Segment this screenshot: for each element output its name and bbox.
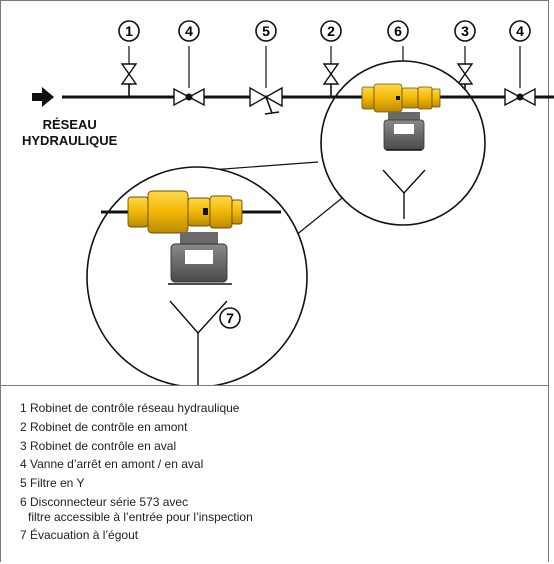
disconnector-zoom-detail	[86, 166, 308, 386]
hydraulic-diagram: 1 4 5 2 3	[32, 20, 554, 386]
callout-4-left: 4	[178, 20, 200, 42]
callout-1: 1	[118, 20, 140, 42]
callout-3: 3	[454, 20, 476, 42]
callout-2: 2	[320, 20, 342, 42]
svg-text:5: 5	[262, 23, 270, 39]
svg-text:7: 7	[226, 310, 234, 326]
callout-5: 5	[255, 20, 277, 42]
legend-item-1: 1 Robinet de contrôle réseau hydraulique	[20, 401, 240, 415]
network-label-line2: HYDRAULIQUE	[22, 133, 118, 148]
network-label: RÉSEAU HYDRAULIQUE	[22, 117, 117, 149]
svg-text:2: 2	[327, 23, 335, 39]
disconnector-6-detail	[320, 60, 486, 226]
svg-text:1: 1	[125, 23, 133, 39]
legend-item-2: 2 Robinet de contrôle en amont	[20, 419, 188, 434]
legend-item-7: 7 Évacuation à l’égout	[20, 528, 139, 543]
shutoff-valve-4-right	[504, 46, 536, 107]
callout-7: 7	[219, 307, 241, 329]
legend-item-5: 5 Filtre en Y	[20, 476, 85, 491]
svg-text:4: 4	[516, 23, 524, 39]
check-valve-3	[456, 46, 474, 97]
callout-6: 6	[387, 20, 409, 42]
callout-4-right: 4	[509, 20, 531, 42]
flow-arrow-icon	[32, 87, 54, 107]
y-filter-5	[249, 46, 283, 115]
legend-item-4: 4 Vanne d’arrêt en amont / en aval	[20, 457, 204, 472]
legend-divider	[0, 385, 549, 386]
check-valve-2	[322, 46, 340, 97]
legend-list: 1 Robinet de contrôle réseau hydraulique…	[20, 401, 253, 547]
network-label-line1: RÉSEAU	[42, 117, 97, 132]
svg-text:6: 6	[394, 23, 402, 39]
check-valve-1	[120, 46, 138, 97]
svg-text:4: 4	[185, 23, 193, 39]
legend-item-3: 3 Robinet de contrôle en aval	[20, 438, 177, 453]
shutoff-valve-4-left	[173, 46, 205, 107]
svg-text:3: 3	[461, 23, 469, 39]
